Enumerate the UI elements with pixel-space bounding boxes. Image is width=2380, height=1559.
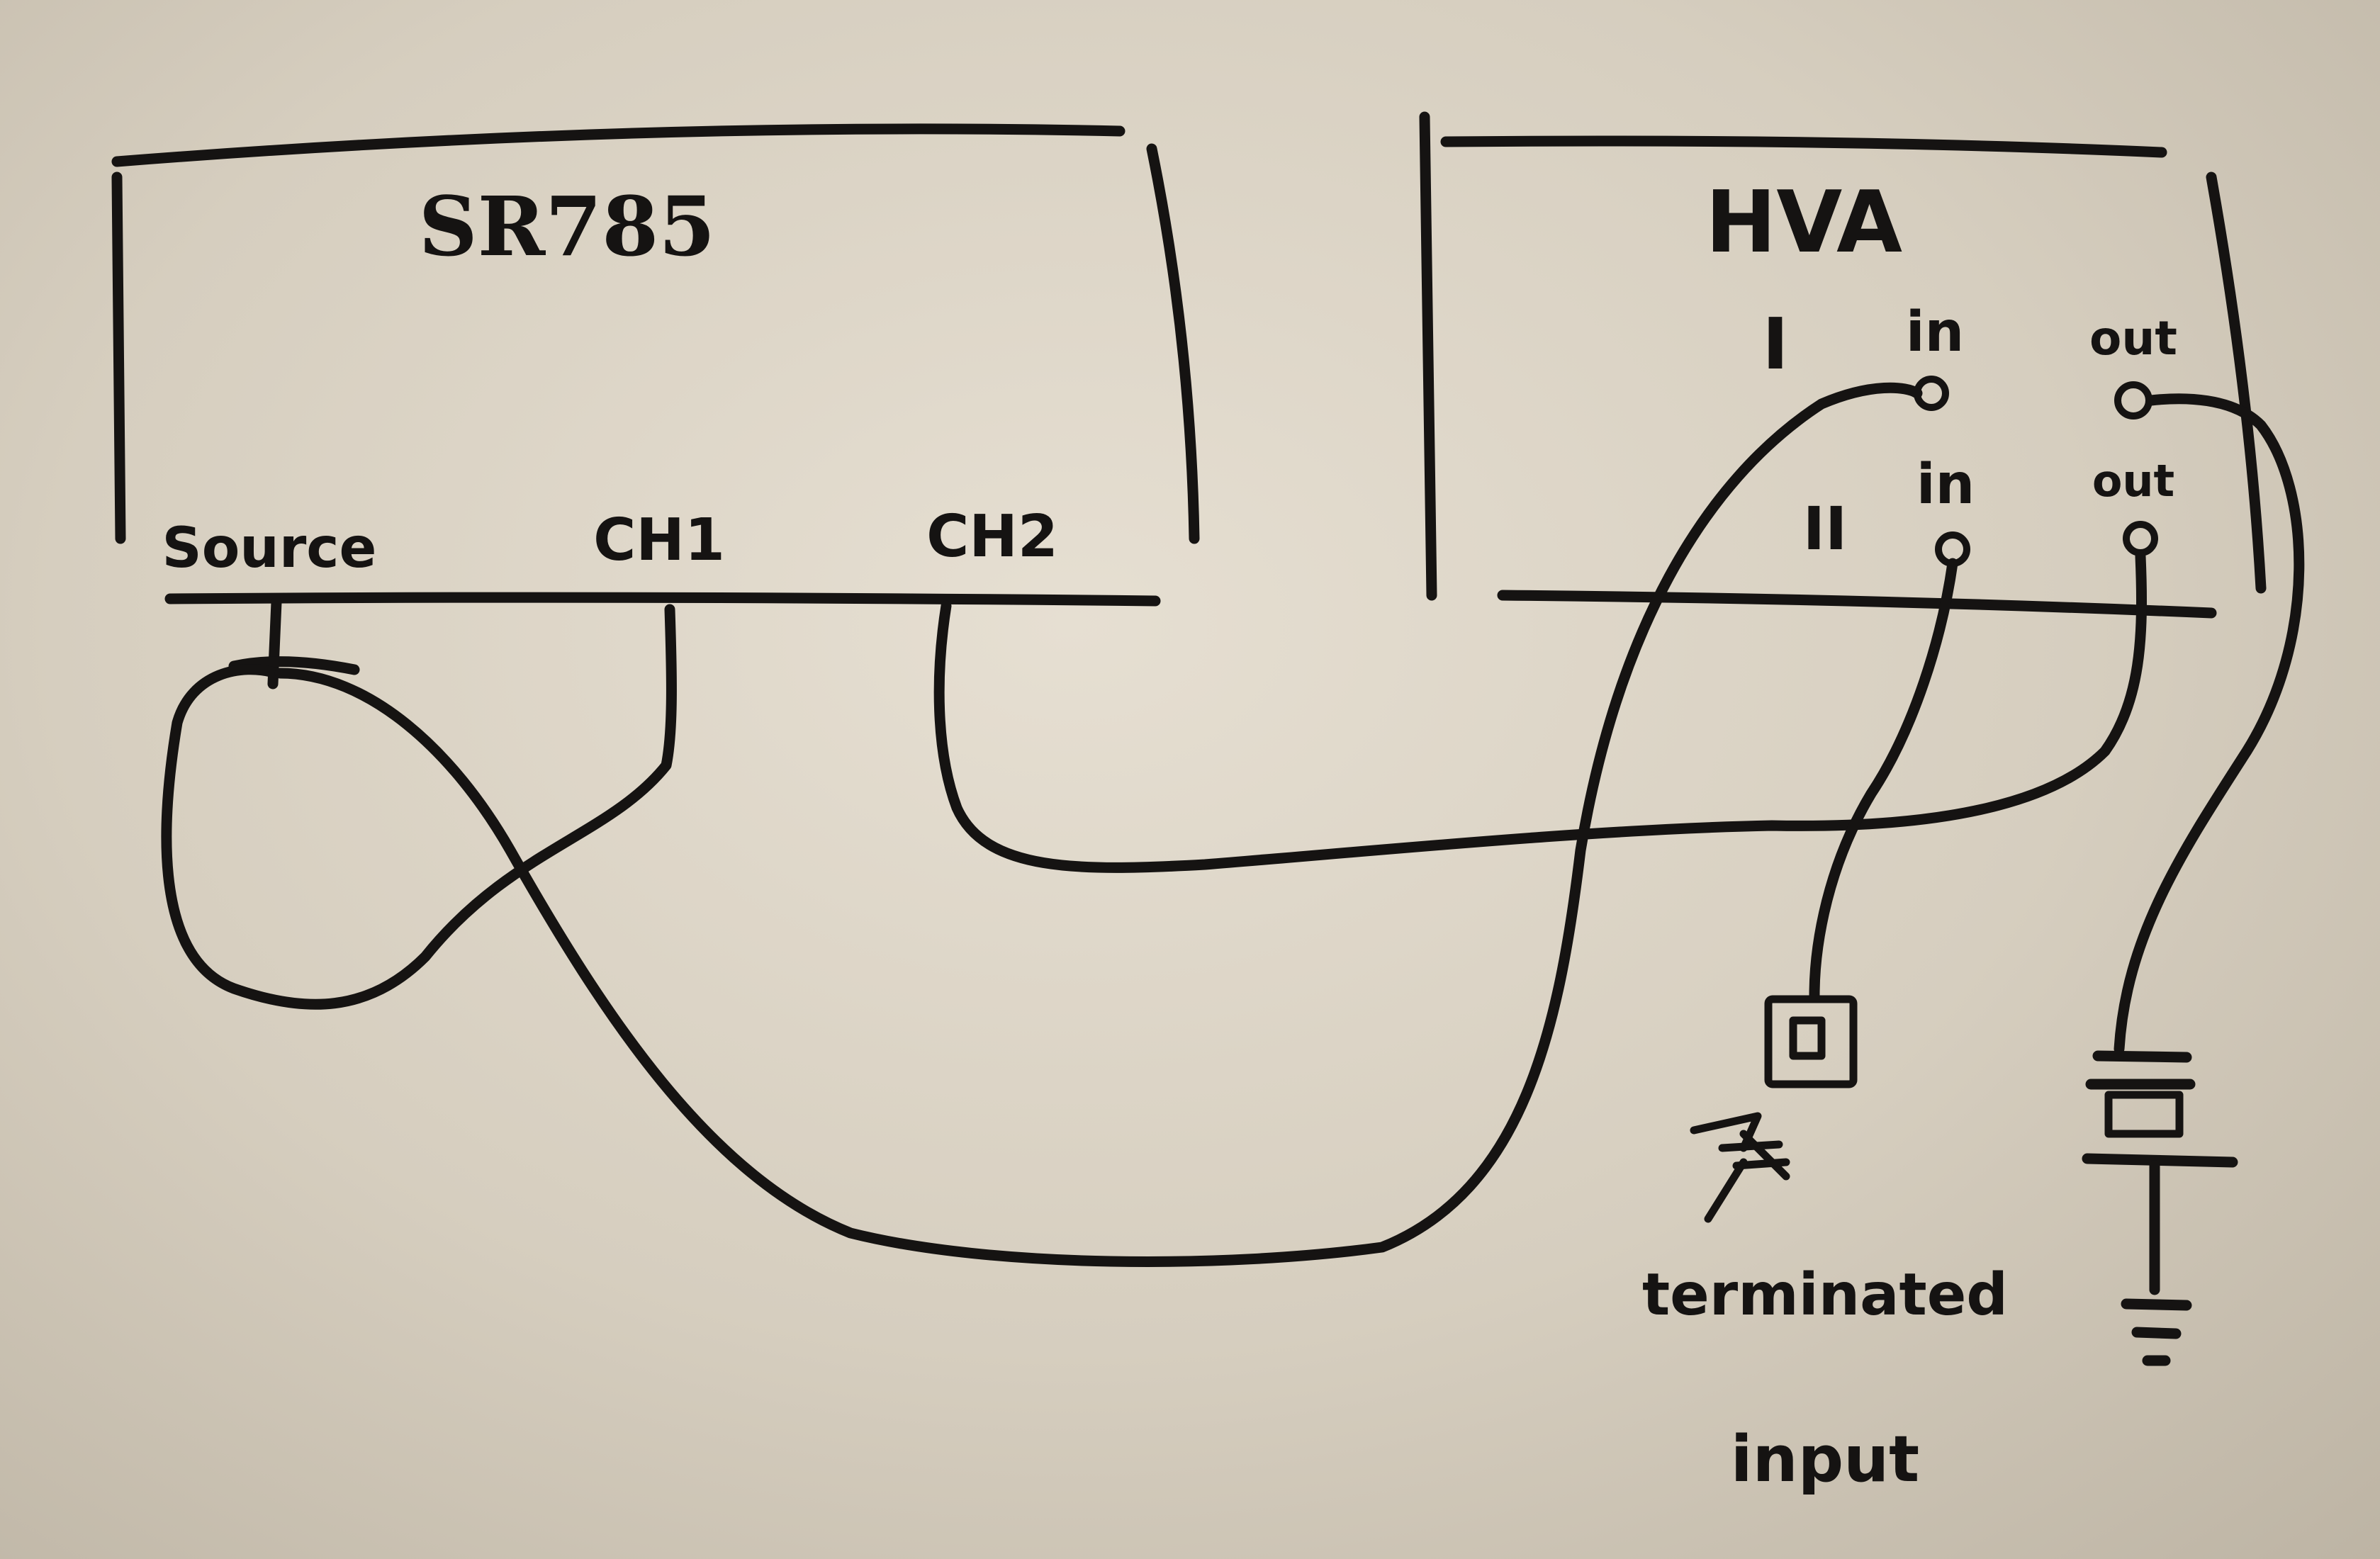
left-box-bottom-edge: [164, 592, 1161, 607]
capacitor-plate-bottom: [2082, 1153, 2238, 1168]
port-label-source: Source: [162, 517, 377, 580]
channel-1-out-jack: [2114, 381, 2152, 420]
cable-source-to-ch1-in: [274, 382, 1923, 1267]
capacitor-plate-top: [2092, 1050, 2192, 1063]
terminator-arrowhead: [1690, 1112, 1762, 1152]
left-instrument-box: SR785 Source CH1 CH2: [111, 123, 1200, 607]
left-box-left-edge: [111, 171, 126, 544]
capacitor-to-ground: [2082, 1050, 2238, 1366]
terminator-arrow: [1704, 1158, 1748, 1223]
channel-2-number: II: [1803, 494, 1848, 563]
channel-2-out-jack: [2123, 521, 2158, 556]
terminator-inner: [1789, 1016, 1826, 1060]
source-connector-tee: [228, 656, 360, 675]
channel-1-out-label: out: [2089, 311, 2177, 366]
capacitor-body: [2104, 1091, 2184, 1138]
ground-bar-2: [2131, 1327, 2182, 1339]
right-instrument-title: HVA: [1705, 174, 1902, 272]
channel-1-number: I: [1762, 303, 1788, 385]
terminated-label-line1: terminated: [1642, 1261, 2008, 1329]
cable-ch2-in-to-terminator: [1809, 558, 1958, 1001]
ground-bar-1: [2121, 1298, 2192, 1311]
left-box-top-edge: [111, 123, 1126, 167]
cable-ch2-to-ch2-out: [933, 551, 2148, 873]
right-box-left-edge: [1419, 111, 1437, 601]
right-box-bottom-edge: [1497, 590, 2217, 619]
terminator-box: [1764, 995, 1858, 1088]
left-instrument-title: SR785: [419, 179, 716, 275]
port-label-ch2: CH2: [926, 503, 1058, 570]
channel-2-out-label: out: [2092, 455, 2174, 507]
right-box-right-edge: [2206, 171, 2267, 594]
left-box-right-edge: [1146, 143, 1200, 544]
port-label-ch1: CH1: [593, 507, 725, 574]
terminator-scribble: [1718, 1130, 1790, 1181]
right-instrument-box: HVA I in out II in out: [1419, 111, 2267, 619]
cable-ch1-out-to-capacitor: [2114, 393, 2305, 1054]
channel-2-in-label: in: [1916, 453, 1975, 517]
channel-1-in-label: in: [1906, 300, 1964, 364]
right-box-top-edge: [1440, 135, 2167, 158]
cables: [161, 382, 2305, 1267]
cable-ch1-to-source: [161, 604, 677, 1010]
terminator: [1690, 995, 1858, 1223]
terminated-label-line2: input: [1731, 1422, 1919, 1497]
